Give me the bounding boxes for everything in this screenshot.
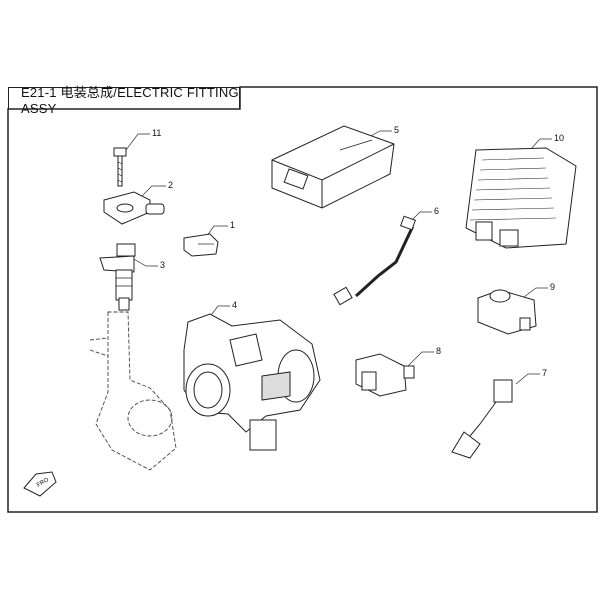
callout-1: 1 (230, 220, 235, 230)
throttle-body-part (183, 313, 321, 451)
callout-3: 3 (160, 260, 165, 270)
sensor-part (183, 233, 219, 257)
callout-5: 5 (394, 125, 399, 135)
oxygen-sensor-part (451, 379, 513, 459)
callout-10: 10 (554, 133, 564, 143)
callout-7: 7 (542, 368, 547, 378)
callout-6: 6 (434, 206, 439, 216)
ecu-part (271, 125, 395, 209)
front-marker-label: FRO (36, 477, 50, 489)
front-direction-icon: FRO (23, 471, 57, 497)
bolt-part (113, 147, 127, 187)
fuel-rail-part (103, 191, 165, 225)
callout-8: 8 (436, 346, 441, 356)
position-sensor-part (477, 289, 537, 335)
ignition-lead-part (333, 215, 416, 306)
intake-manifold (89, 311, 177, 471)
diagram-border (7, 86, 598, 513)
callout-9: 9 (550, 282, 555, 292)
injector-part (99, 243, 136, 311)
callout-2: 2 (168, 180, 173, 190)
callout-4: 4 (232, 300, 237, 310)
callout-11: 11 (152, 128, 161, 138)
regulator-part (465, 147, 577, 249)
pressure-sensor-part (355, 353, 415, 397)
